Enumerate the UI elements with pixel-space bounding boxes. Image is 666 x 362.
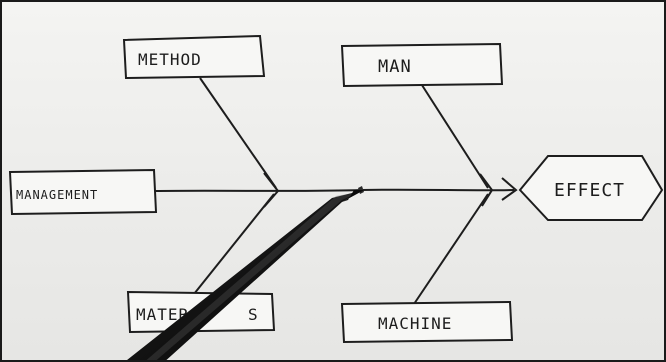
bone-materials (193, 193, 275, 295)
box-machine (340, 300, 514, 344)
pen-icon (127, 186, 364, 360)
effect-hexagon (518, 155, 664, 221)
arrowhead-right (479, 173, 494, 207)
spine-line (153, 188, 515, 192)
box-management (8, 168, 158, 216)
box-method (122, 34, 266, 80)
label-method: METHOD (138, 50, 202, 69)
bone-machine (413, 193, 489, 305)
label-man: MAN (378, 57, 412, 77)
bone-method (199, 77, 277, 189)
arrowhead-effect (501, 177, 518, 201)
bone-man (419, 81, 489, 189)
label-materials: MATER (136, 305, 189, 324)
box-man (340, 42, 504, 88)
label-materials-tail: S (248, 305, 259, 324)
label-effect: EFFECT (554, 180, 625, 201)
label-management: MANAGEMENT (16, 188, 98, 202)
label-machine: MACHINE (378, 314, 452, 333)
